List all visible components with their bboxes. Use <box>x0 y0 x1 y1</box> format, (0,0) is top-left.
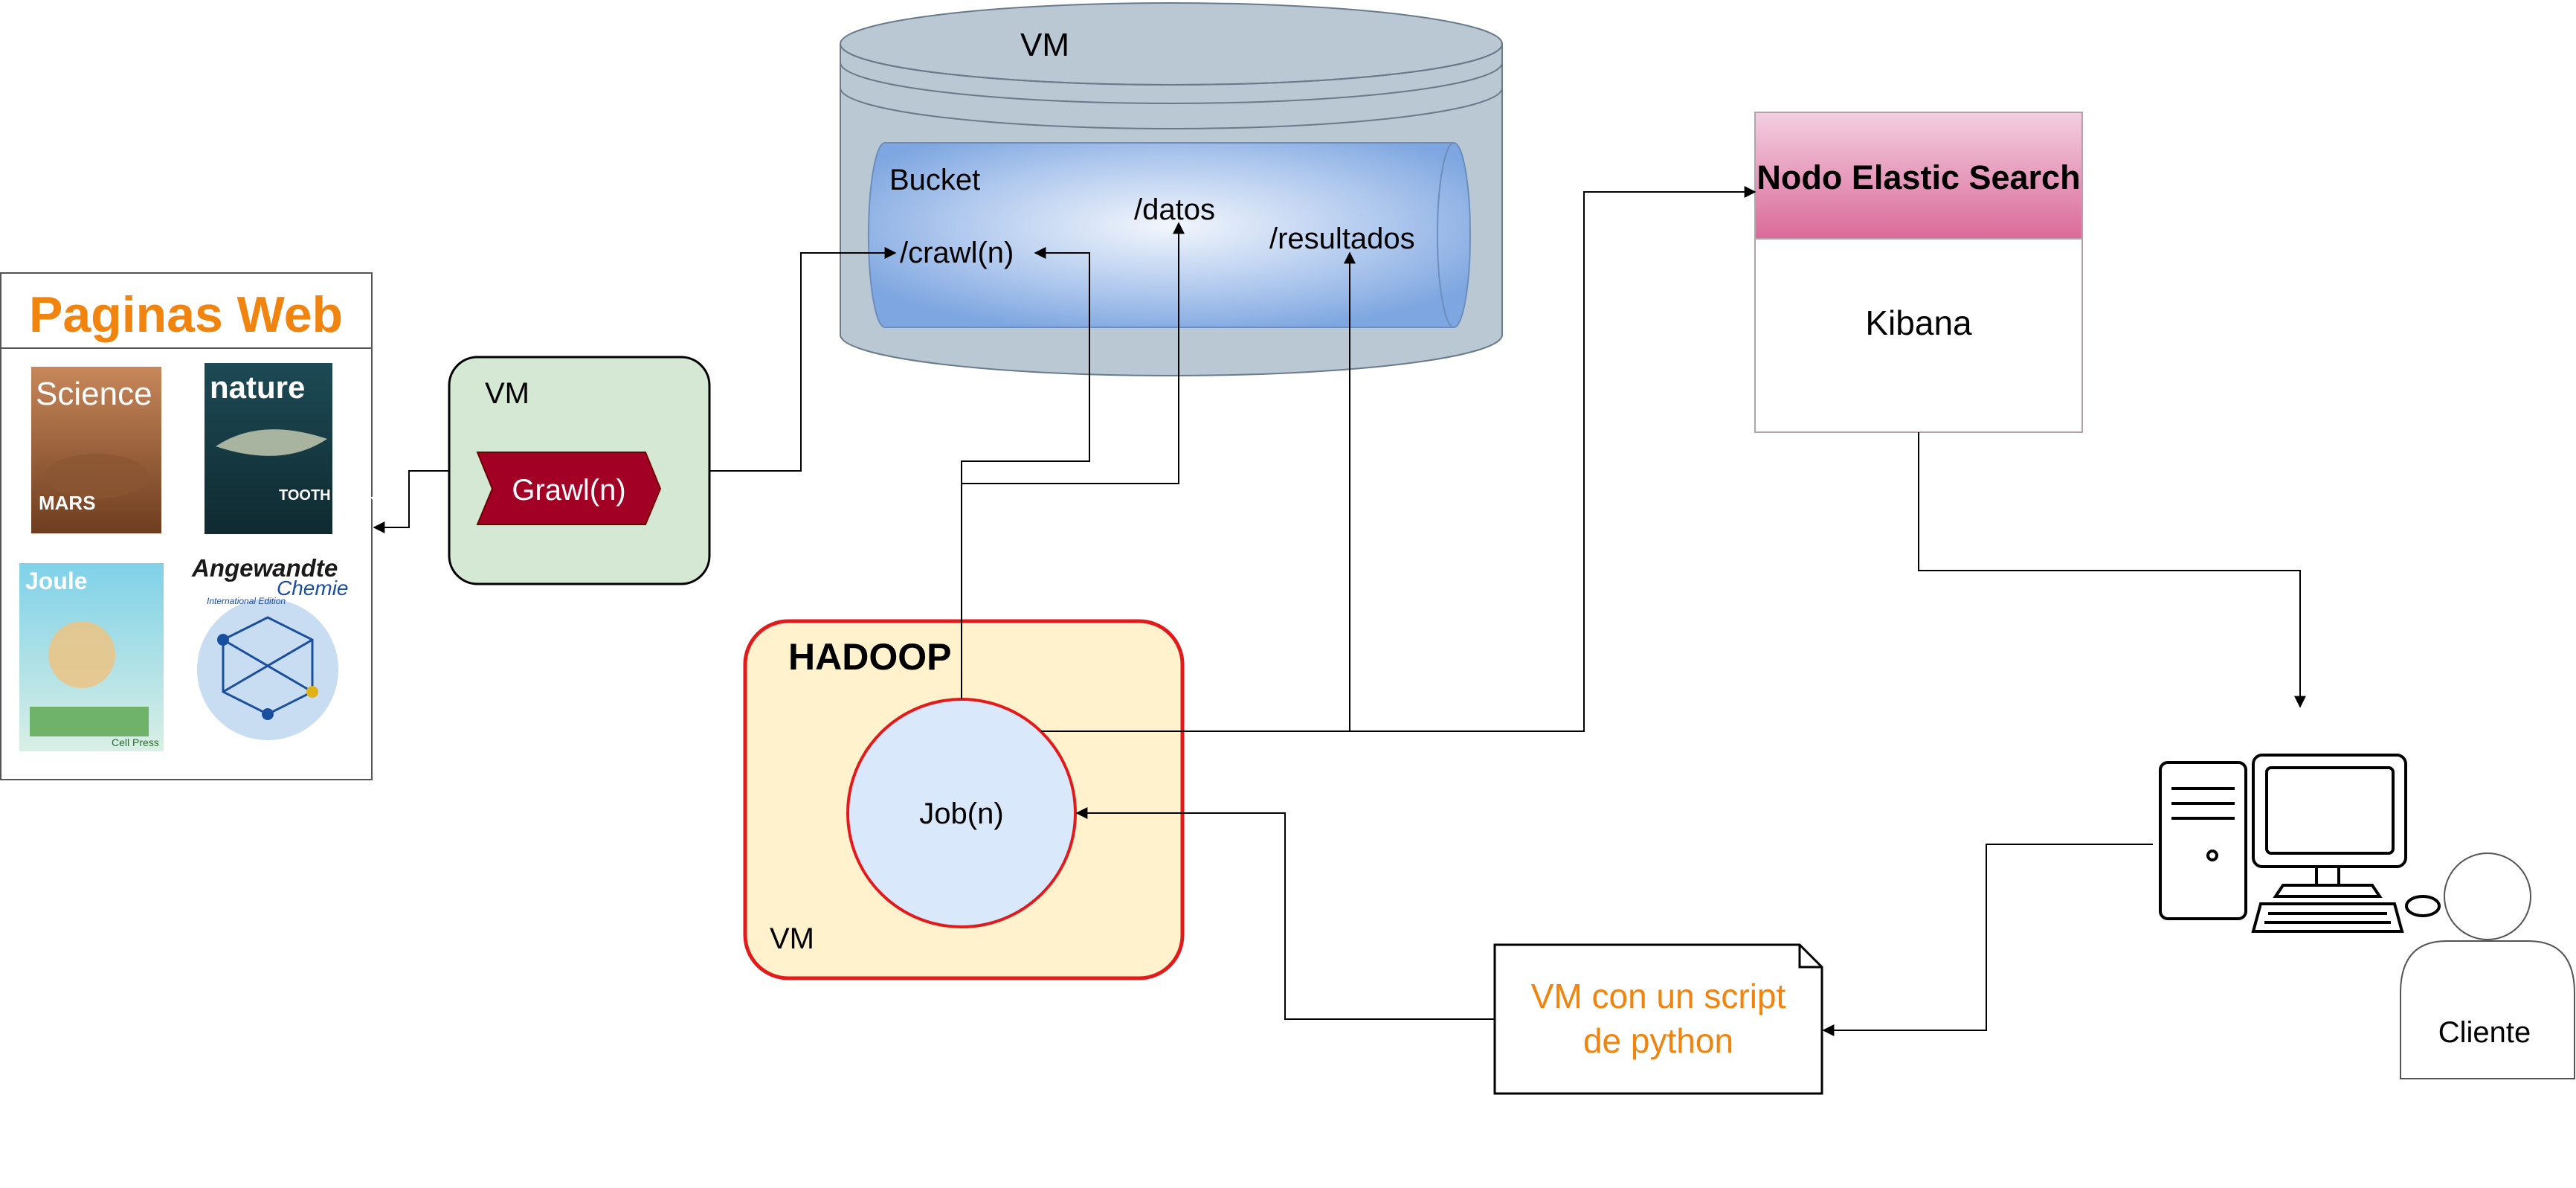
nature-cover-title: nature <box>210 370 305 405</box>
storage-vm-label: VM <box>1020 27 1069 63</box>
science-journal-cover: Science MARS <box>31 367 161 533</box>
user-icon <box>2400 853 2575 1079</box>
arrow-hadoop-to-datos <box>962 222 1185 484</box>
angewandte-cover-edition: International Edition <box>207 596 286 606</box>
desktop-computer-icon <box>2159 754 2441 933</box>
script-label-line1: VM con un script <box>1531 977 1786 1015</box>
nature-journal-cover: nature TOOTH AND JAW <box>205 363 403 534</box>
grawl-process-shape <box>476 452 662 525</box>
crawler-vm: VM Grawl(n) <box>448 356 711 585</box>
arrow-script-to-job <box>1075 807 1495 1020</box>
joule-cover-title: Joule <box>25 568 88 594</box>
hadoop-vm-label: VM <box>770 922 814 955</box>
arrow-hadoop-to-crawl <box>961 247 1090 699</box>
web-pages-panel: Paginas Web Science MARS nature TOOTH AN… <box>0 272 403 780</box>
arrow-client-to-script <box>1822 844 2153 1036</box>
web-pages-title: Paginas Web <box>29 286 343 343</box>
crawler-vm-label: VM <box>485 377 529 410</box>
kibana-label: Kibana <box>1865 304 1972 342</box>
elastic-header: Nodo Elastic Search <box>1756 158 2080 196</box>
connectors <box>373 186 2306 1036</box>
arrow-job-to-elastic <box>1350 186 1756 732</box>
angewandte-journal-cover: Angewandte Chemie International Edition <box>190 550 348 766</box>
arrow-elastic-to-client <box>1918 432 2306 708</box>
datos-path: /datos <box>1134 193 1215 226</box>
job-label: Job(n) <box>919 797 1003 830</box>
resultados-path: /resultados <box>1269 222 1415 255</box>
crawl-path: /crawl(n) <box>900 237 1014 269</box>
science-cover-title: Science <box>36 376 152 412</box>
joule-cover-publisher: Cell Press <box>112 736 159 748</box>
script-label-line2: de python <box>1583 1021 1733 1060</box>
arrow-crawler-to-crawl <box>709 247 897 472</box>
science-cover-headline: MARS <box>39 492 96 514</box>
client-label: Cliente <box>2438 1016 2531 1049</box>
storage-vm: VM Bucket /crawl(n) /datos /resultados <box>840 2 1503 376</box>
bucket: Bucket /crawl(n) /datos /resultados <box>868 142 1471 328</box>
joule-journal-cover: Joule Cell Press <box>19 563 164 751</box>
bucket-label: Bucket <box>889 164 980 196</box>
python-script-vm: VM con un script de python <box>1493 943 1823 1095</box>
grawl-process-label: Grawl(n) <box>512 474 625 507</box>
hadoop-title: HADOOP <box>788 636 951 678</box>
arrow-crawler-to-web <box>373 470 449 533</box>
elastic-search-node: Nodo Elastic Search Kibana <box>1754 112 2083 433</box>
hadoop-vm: HADOOP Job(n) VM <box>743 619 1185 980</box>
angewandte-cover-subtitle: Chemie <box>277 577 348 600</box>
angewandte-cover-title: Angewandte <box>191 554 338 582</box>
client: Cliente <box>2159 754 2575 1079</box>
nature-cover-headline: TOOTH AND JAW <box>279 487 403 504</box>
